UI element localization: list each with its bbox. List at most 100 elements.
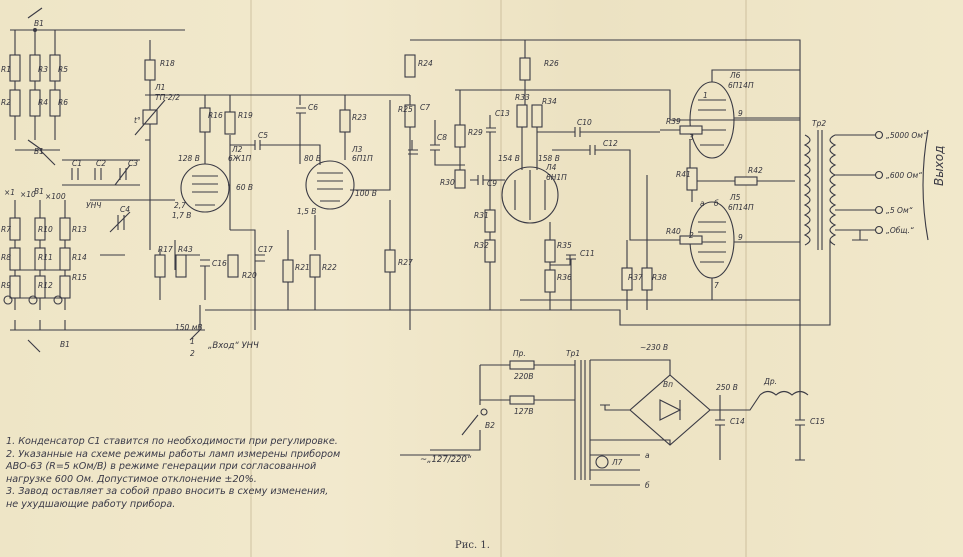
paper-fold [250, 0, 252, 557]
resistor [734, 176, 758, 186]
label-capacitor: C13 [495, 109, 510, 118]
capacitor [486, 115, 496, 200]
switch-blade [27, 254, 125, 353]
label-capacitor: C2 [96, 159, 106, 168]
resistor [59, 217, 71, 241]
resistor [199, 107, 211, 133]
resistor [9, 217, 21, 241]
label-terminal: а [645, 451, 650, 460]
choke [600, 390, 809, 411]
label-resistor: R6 [58, 98, 68, 107]
label-voltage: 60 В [236, 183, 253, 192]
resistor [679, 235, 703, 245]
label-capacitor: C14 [730, 417, 745, 426]
label-resistor: R4 [38, 98, 48, 107]
wire [145, 40, 151, 141]
output-terminal[interactable] [874, 225, 884, 235]
label-pin: 9 [738, 233, 743, 242]
switch-blade [27, 7, 43, 151]
capacitor [470, 175, 505, 185]
resistor [404, 104, 416, 128]
terminal [53, 295, 63, 305]
note-line: 3. Завод оставляет за собой право вносит… [6, 486, 329, 498]
label-resistor: R31 [474, 211, 489, 220]
resistor [309, 254, 321, 278]
output-terminal[interactable] [874, 205, 884, 215]
wire [62, 159, 140, 186]
capacitor [430, 120, 465, 166]
label-capacitor: C8 [437, 133, 447, 142]
label-terminal: 1 [190, 337, 195, 346]
label-pin: 9 [738, 109, 743, 118]
capacitor [109, 211, 131, 233]
label-fuse: Пр. [513, 349, 526, 358]
label-resistor: R40 [666, 227, 681, 236]
label-tap: 220В [514, 372, 533, 381]
output-terminal[interactable] [874, 130, 884, 140]
resistor [224, 111, 236, 135]
label-heater: а [700, 199, 705, 208]
output-terminal[interactable] [874, 170, 884, 180]
resistor [9, 275, 21, 299]
trimmer-arrow [114, 164, 131, 186]
wire [15, 149, 60, 166]
label-voltage: 80 В [304, 154, 321, 163]
resistor [9, 89, 21, 117]
tube-l2 [154, 94, 321, 341]
capacitor [200, 259, 210, 300]
label-resistor: R10 [38, 225, 53, 234]
note-line: 2. Указанные на схеме режимы работы ламп… [6, 448, 341, 460]
tube-envelope [501, 166, 559, 224]
label-resistor: R13 [72, 225, 87, 234]
label-tube: Л2 [231, 145, 243, 154]
label-resistor: R41 [676, 170, 691, 179]
label-terminal: б [645, 481, 650, 490]
attenuator-bottom [3, 200, 125, 353]
label-resistor: R36 [557, 273, 572, 282]
label-resistor: R9 [1, 281, 11, 290]
label-switch: В1 [34, 187, 44, 196]
label-transformer: Тр2 [812, 119, 826, 128]
label-pin: 1 [703, 91, 708, 100]
wire [549, 222, 576, 310]
resistor [34, 217, 46, 241]
output-transformer [803, 129, 929, 250]
label-capacitor: C4 [120, 205, 130, 214]
label-output-5: „5 Ом“ [886, 206, 913, 215]
resistor [384, 249, 396, 273]
label-heater: б [714, 199, 719, 208]
wire [14, 320, 66, 330]
note-line: 1. Конденсатор С1 ставится по необходимо… [6, 436, 338, 447]
tube-l5 [679, 167, 800, 300]
label-resistor: R32 [474, 241, 489, 250]
capacitor [590, 395, 725, 460]
wire [835, 134, 875, 241]
fuse [509, 360, 535, 370]
label-resistor: R2 [1, 98, 11, 107]
transformer-winding [803, 134, 811, 246]
capacitor [296, 95, 306, 164]
label-resistor: R3 [38, 65, 48, 74]
label-tube-type: ТП-2/2 [155, 93, 180, 102]
label-resistor: R17 [158, 245, 173, 254]
resistor [49, 89, 61, 117]
paper-fold [745, 0, 747, 557]
label-mains: ~„127/220“ [420, 455, 472, 465]
label-tube: Л1 [154, 83, 165, 92]
resistor [9, 54, 21, 82]
label-voltage: 154 В [498, 154, 520, 163]
label-unch: УНЧ [86, 201, 101, 210]
capacitor [230, 140, 321, 165]
label-output-600: „600 Ом“ [886, 171, 922, 180]
wire [711, 69, 800, 82]
label-resistor: R24 [418, 59, 433, 68]
resistor [531, 104, 543, 128]
label-resistor: R35 [557, 241, 572, 250]
transformer-core [580, 360, 586, 480]
resistor [544, 239, 556, 263]
label-capacitor: C9 [487, 179, 497, 188]
note-line: АВО-63 (R=5 кОм/В) в режиме генерации пр… [6, 461, 317, 473]
tube-l6 [660, 69, 800, 170]
fuse [509, 395, 535, 405]
